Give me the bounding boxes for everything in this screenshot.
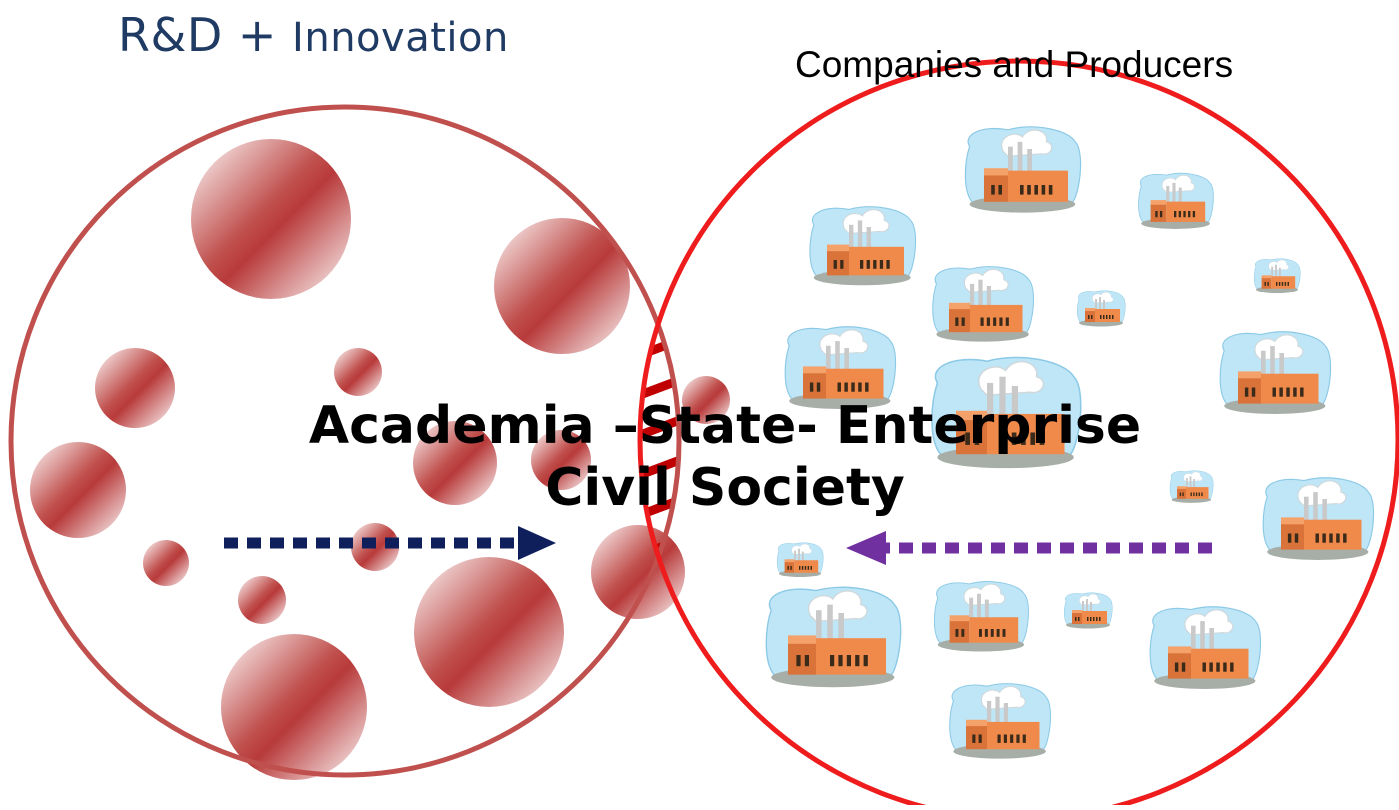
rd-label: R&D +: [118, 8, 293, 62]
center-title-line2: Civil Society: [545, 458, 905, 518]
rd-circle: [8, 104, 682, 778]
center-title: Academia –State- Enterprise Civil Societ…: [200, 395, 1250, 519]
sphere-icon: [682, 376, 730, 424]
companies-label: Companies and Producers: [795, 44, 1234, 85]
sphere-icon: [413, 421, 497, 505]
factory-icon: [1138, 172, 1214, 230]
sphere-icon: [414, 557, 564, 707]
arrow-right-icon: [224, 526, 556, 560]
sphere-icon: [238, 576, 286, 624]
rd-innovation-label: R&D + Innovation: [118, 8, 509, 62]
factory-icon: [932, 266, 1035, 343]
sphere-icon: [95, 348, 175, 428]
sphere-icon: [191, 139, 351, 299]
sphere-icon: [334, 348, 382, 396]
factory-icon: [1077, 290, 1126, 327]
sphere-icon: [143, 540, 189, 586]
center-title-line1: Academia –State- Enterprise: [308, 396, 1142, 456]
factory-icon: [1253, 258, 1301, 294]
sphere-icon: [494, 218, 630, 354]
factory-icon: [1262, 477, 1375, 561]
arrow-left-icon: [846, 531, 1212, 565]
rd-bubbles: [30, 139, 730, 780]
factory-icon: [1064, 592, 1113, 629]
factory-icon: [776, 542, 824, 578]
sphere-icon: [531, 430, 591, 490]
factory-icon: [809, 206, 917, 286]
factory-icon: [949, 683, 1052, 760]
sphere-icon: [30, 442, 126, 538]
sphere-icon: [221, 634, 367, 780]
factory-icon: [1149, 606, 1262, 690]
factory-icon: [933, 581, 1029, 653]
factory-icon: [765, 586, 902, 688]
factory-icon: [964, 126, 1082, 214]
innovation-label: Innovation: [292, 15, 509, 61]
companies-circle: [637, 58, 1399, 810]
